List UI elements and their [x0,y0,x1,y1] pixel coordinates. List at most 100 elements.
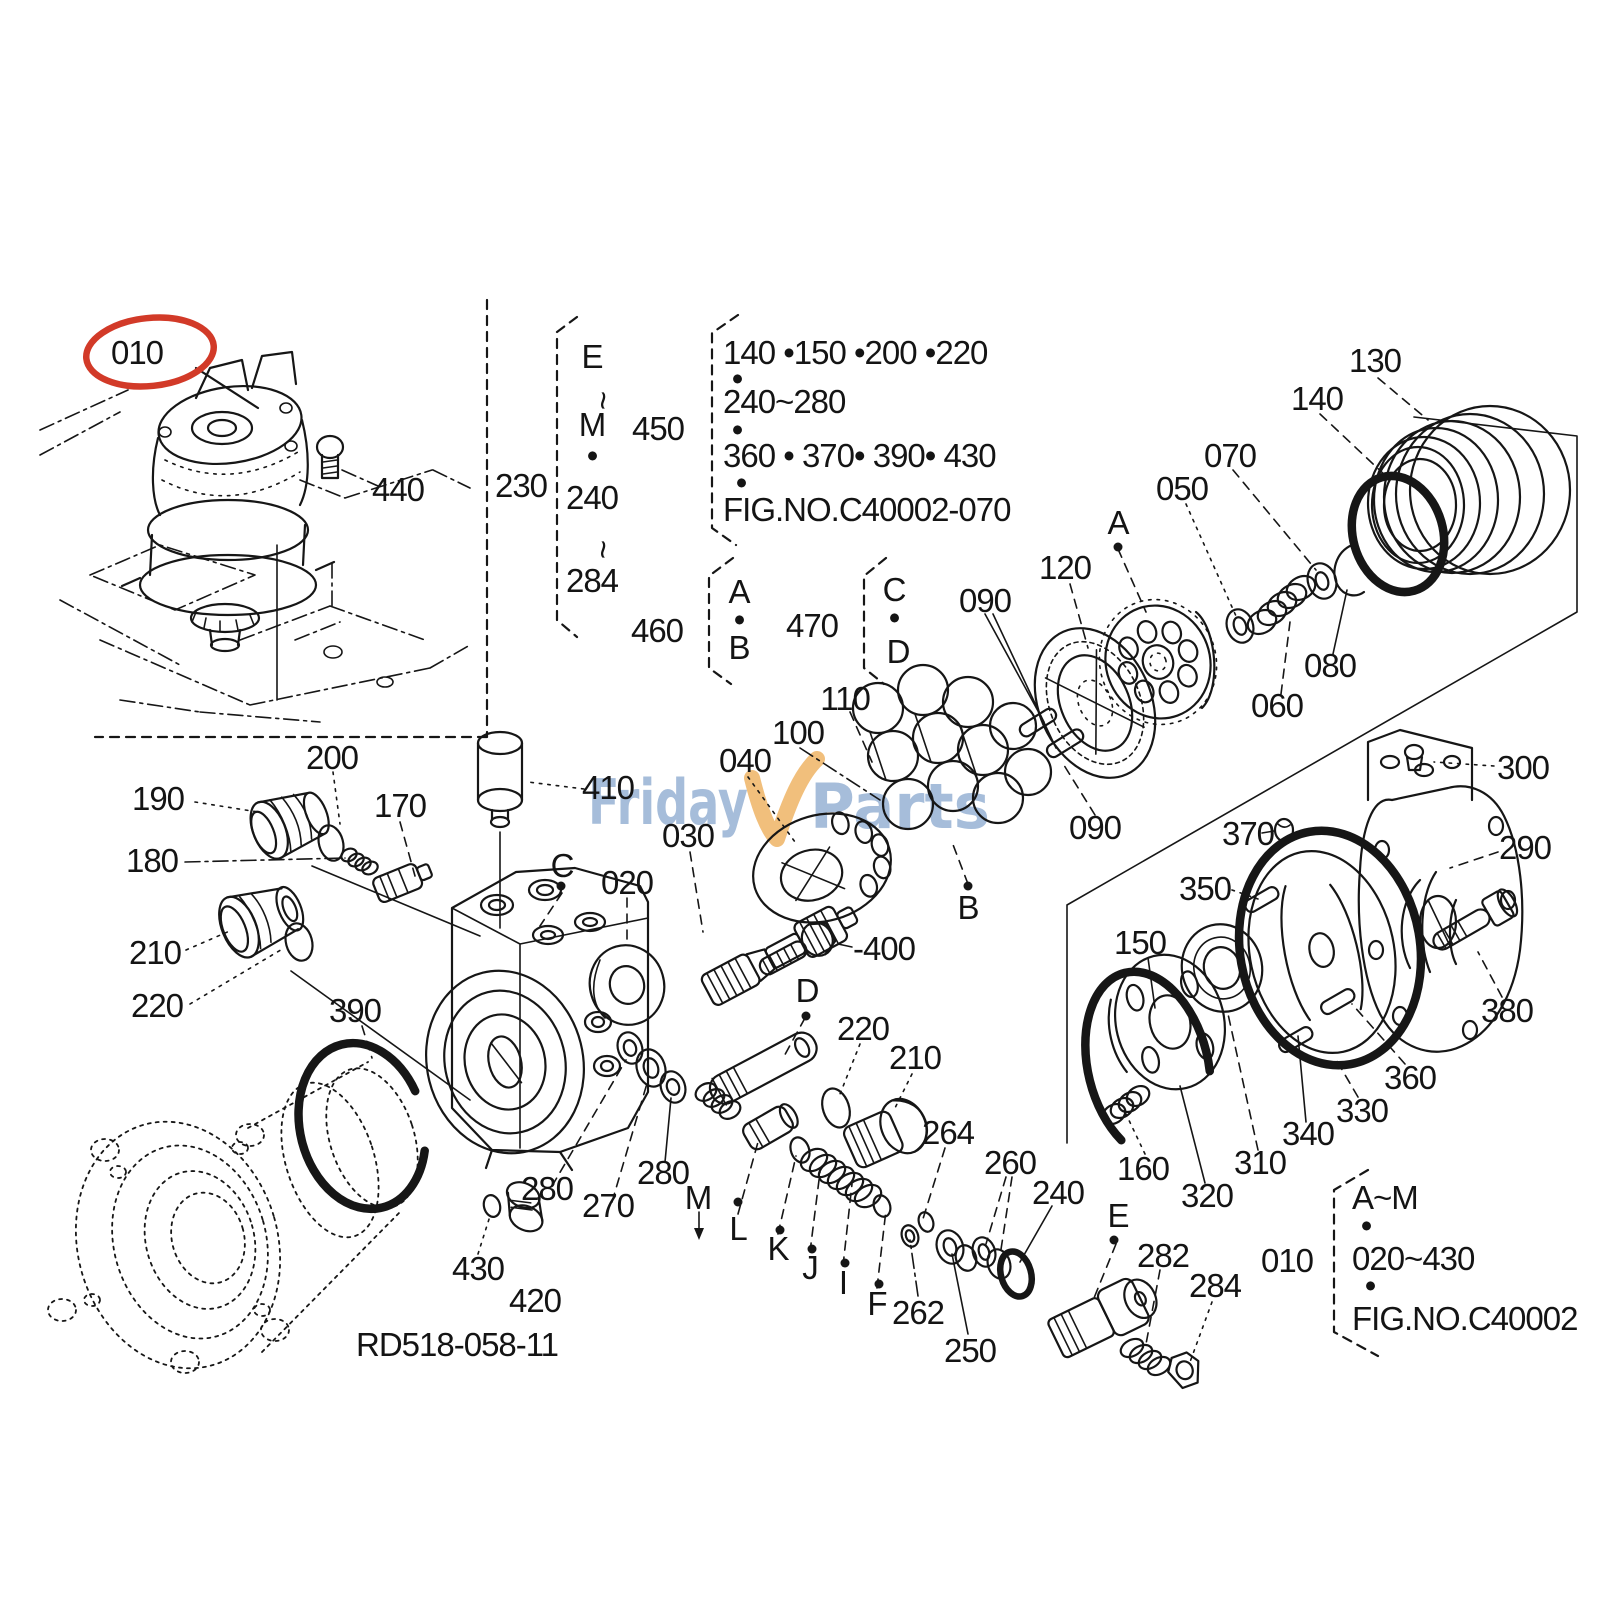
part-label-020: 020 [601,864,654,901]
part-label-300: 300 [1497,749,1550,786]
shaft-030 [700,905,859,1006]
part-label-430: 430 [452,1250,505,1287]
part-label-•: • [1365,1267,1376,1304]
spring-282 [1119,1337,1172,1377]
drum-130 [1366,404,1572,576]
part-label-190: 190 [132,780,185,817]
oring-240 [996,1248,1036,1300]
leader-lines [184,377,1503,1363]
part-label-360: 360 [1384,1059,1437,1096]
gear-depth-arc [1194,610,1216,710]
spool-train [694,1082,1012,1280]
part-label-M: M [579,406,606,443]
part-label-450: 450 [632,410,685,447]
part-label-120: 120 [1039,549,1092,586]
part-label-440: 440 [372,471,425,508]
part-label-280: 280 [637,1154,690,1191]
part-label-100: 100 [772,714,825,751]
part-label-180: 180 [126,842,179,879]
part-label-080: 080 [1304,647,1357,684]
shims-280-270-280 [616,1031,687,1104]
part-label-~: ~ [585,540,622,558]
plug-210-left [218,885,305,959]
rod-D [708,1031,818,1106]
part-label-010: 010 [111,334,164,371]
travel-motor-case [47,1061,419,1374]
part-label-070: 070 [1204,437,1257,474]
part-label-•: • [1361,1207,1372,1244]
part-label-RD518-058-11: RD518-058-11 [356,1326,558,1363]
inset-bracket-230 [93,298,489,739]
part-label-J: J [802,1249,818,1286]
watermark-check-icon [744,751,825,847]
part-label-130: 130 [1349,342,1402,379]
part-label-C: C [883,571,906,608]
part-label-E: E [581,338,602,375]
part-label-050: 050 [1156,470,1209,507]
part-label-140 •150 •200 •220: 140 •150 •200 •220 [723,334,988,371]
washer-070 [1306,562,1338,600]
pins-090 [1018,707,1085,759]
part-label-~: ~ [585,391,622,409]
part-label-030: 030 [662,817,715,854]
oring-140 [1347,471,1449,597]
spring-160 [1101,1084,1151,1126]
part-label-•: • [587,437,598,474]
inset-swing-motor [120,350,336,701]
part-label-•: • [736,464,747,501]
part-label-•: • [734,601,745,638]
part-label-170: 170 [374,787,427,824]
part-label-360 • 370• 390• 430: 360 • 370• 390• 430 [723,437,996,474]
part-label-270: 270 [582,1187,635,1224]
part-label-210: 210 [129,934,182,971]
part-label-262: 262 [892,1294,944,1331]
part-label-•: • [889,599,900,636]
bolt-440 [315,434,345,480]
part-label-150: 150 [1114,924,1167,961]
part-label-A~M: A~M [1352,1179,1418,1216]
part-label-310: 310 [1234,1144,1287,1181]
part-label-020~430: 020~430 [1352,1240,1475,1277]
plug-300 [1403,743,1425,772]
part-label-250: 250 [944,1332,997,1369]
regulator-E [1047,1277,1158,1359]
part-label-D: D [887,633,910,670]
part-label-200: 200 [306,739,359,776]
oring-220-left [284,922,314,962]
plate-320 [1107,953,1227,1091]
part-label-284: 284 [1189,1267,1242,1304]
oring-330 [1234,826,1426,1070]
part-label-010: 010 [1261,1242,1314,1279]
snap-ring-150 [1081,967,1215,1165]
highlight-circle [83,314,217,390]
part-label-260: 260 [984,1144,1037,1181]
part-label-110: 110 [820,680,870,717]
part-label-350: 350 [1179,870,1232,907]
part-label-B: B [957,889,978,926]
part-label-330: 330 [1336,1092,1389,1129]
part-label-420: 420 [509,1282,562,1319]
part-label-230: 230 [495,467,548,504]
part-label-220: 220 [131,987,184,1024]
oring-220-bottom [821,1087,851,1129]
part-label-470: 470 [786,607,839,644]
part-label-FIG.NO.C40002-070: FIG.NO.C40002-070 [723,491,1011,528]
reference-box-brackets [555,313,1380,1358]
part-label-060: 060 [1251,687,1304,724]
watermark-word2: Parts [810,770,990,843]
part-label-264: 264 [922,1114,975,1151]
part-label-460: 460 [631,612,684,649]
part-label-380: 380 [1481,992,1534,1029]
spline-disc-120 [1033,627,1157,779]
part-label-140: 140 [1291,380,1344,417]
part-label--400: -400 [853,930,916,967]
part-label-D: D [796,972,819,1009]
part-label-FIG.NO.C40002: FIG.NO.C40002 [1352,1300,1577,1337]
part-label-240: 240 [1032,1174,1085,1211]
swash-plate-040 [752,811,892,924]
oring-200 [317,824,345,862]
part-label-•: • [732,360,743,397]
part-label-284: 284 [566,562,619,599]
